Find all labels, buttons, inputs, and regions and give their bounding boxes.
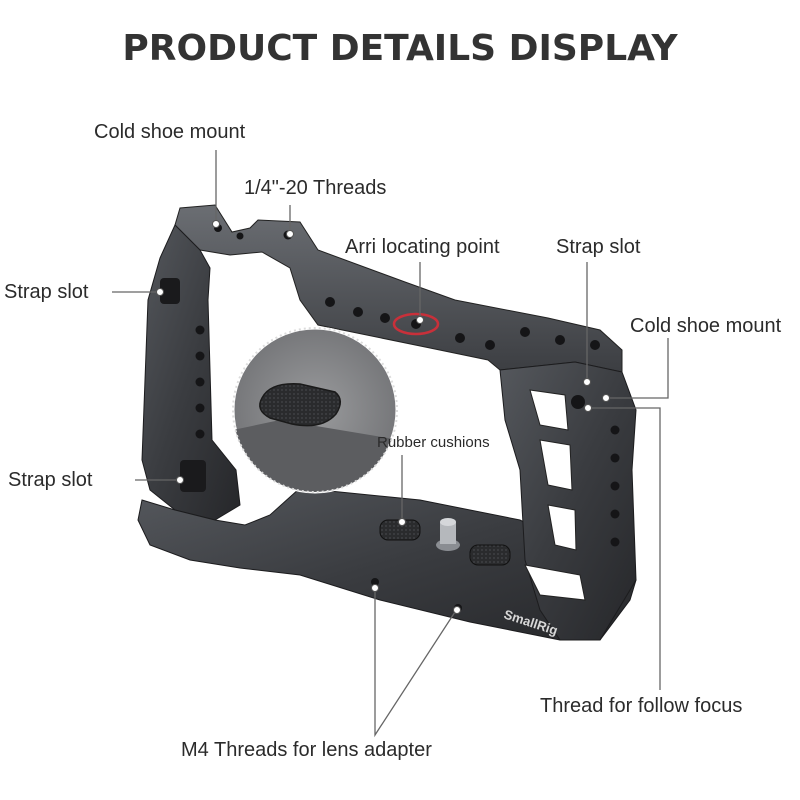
label-strap-slot-lower-left: Strap slot — [8, 469, 93, 491]
label-m4-threads: M4 Threads for lens adapter — [181, 739, 432, 761]
quarter-inch-screw — [436, 518, 460, 551]
label-strap-slot-upper-left: Strap slot — [4, 281, 89, 303]
label-arri-locating-point: Arri locating point — [345, 236, 500, 258]
label-cold-shoe-mount-left: Cold shoe mount — [94, 121, 246, 143]
top-plate-holes — [214, 224, 600, 350]
cage-top-plate — [174, 204, 623, 373]
cage-bottom-plate — [137, 487, 637, 641]
label-thread-follow-focus: Thread for follow focus — [540, 695, 743, 717]
rubber-cushion-zoom-inset — [231, 326, 399, 494]
label-rubber-cushions: Rubber cushions — [377, 434, 490, 451]
label-quarter-inch-threads: 1/4"-20 Threads — [244, 177, 387, 199]
rubber-cushion-right — [469, 544, 511, 566]
leader-lines — [112, 150, 669, 738]
left-strap-slot-upper — [160, 278, 180, 304]
leader-dots — [156, 220, 610, 614]
right-side-holes — [571, 395, 620, 547]
page-title: PRODUCT DETAILS DISPLAY — [122, 28, 678, 69]
label-cold-shoe-mount-right: Cold shoe mount — [630, 315, 782, 337]
label-strap-slot-right: Strap slot — [556, 236, 641, 258]
right-side-cutout-2 — [539, 439, 573, 491]
arri-locating-highlight — [392, 312, 440, 336]
left-handle-holes — [195, 325, 205, 439]
left-strap-slot-lower — [180, 460, 206, 492]
right-side-cutout-3 — [547, 504, 577, 551]
right-side-cutout-4 — [524, 564, 586, 601]
right-side-cutout-1 — [529, 389, 569, 431]
